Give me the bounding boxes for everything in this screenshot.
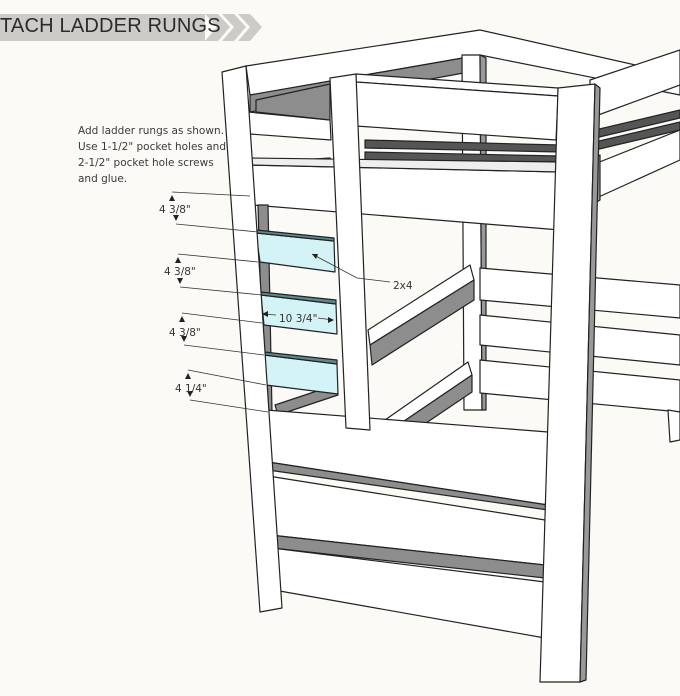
arrow-icon — [262, 311, 268, 317]
material-label: 2x4 — [393, 280, 413, 292]
dimension-rung-length: 10 3/4" — [279, 313, 317, 325]
arrow-icon — [169, 195, 175, 201]
dimension-gap-1: 4 3/8" — [159, 204, 191, 216]
dimension-gap-3: 4 3/8" — [169, 327, 201, 339]
instruction-line: Use 1-1/2" pocket holes and — [78, 141, 226, 153]
front-side-rail — [249, 164, 561, 231]
page-title: TACH LADDER RUNGS — [0, 15, 221, 37]
left-front-post — [221, 65, 283, 613]
dimension-gap-4: 4 1/4" — [175, 383, 207, 395]
instruction-line: 2-1/2" pocket hole screws — [78, 157, 214, 169]
instruction-line: and glue. — [78, 173, 128, 185]
arrow-icon — [185, 373, 191, 379]
instructions-text: Add ladder rungs as shown. Use 1-1/2" po… — [78, 123, 238, 187]
far-right-post — [667, 409, 680, 443]
arrow-icon — [173, 215, 179, 221]
diagonal-support-1-shadow — [369, 279, 475, 366]
title-banner — [0, 14, 205, 41]
right-front-post-side — [579, 83, 601, 683]
left-top-rail-inner — [255, 83, 331, 121]
middle-ladder-post — [329, 73, 371, 431]
chevron-icon — [205, 14, 262, 41]
ladder-rungs — [255, 232, 339, 395]
arrow-icon — [312, 254, 318, 259]
arrow-icon — [179, 316, 185, 322]
arrow-icon — [175, 257, 181, 263]
dimension-gap-2: 4 3/8" — [164, 266, 196, 278]
arrow-icon — [177, 278, 183, 284]
dimension-lines — [171, 191, 391, 413]
arrow-icon — [187, 391, 193, 397]
arrow-icon — [328, 317, 334, 323]
instruction-line: Add ladder rungs as shown. — [78, 125, 224, 137]
dimension-arrows — [169, 195, 334, 397]
arrow-icon — [181, 336, 187, 342]
